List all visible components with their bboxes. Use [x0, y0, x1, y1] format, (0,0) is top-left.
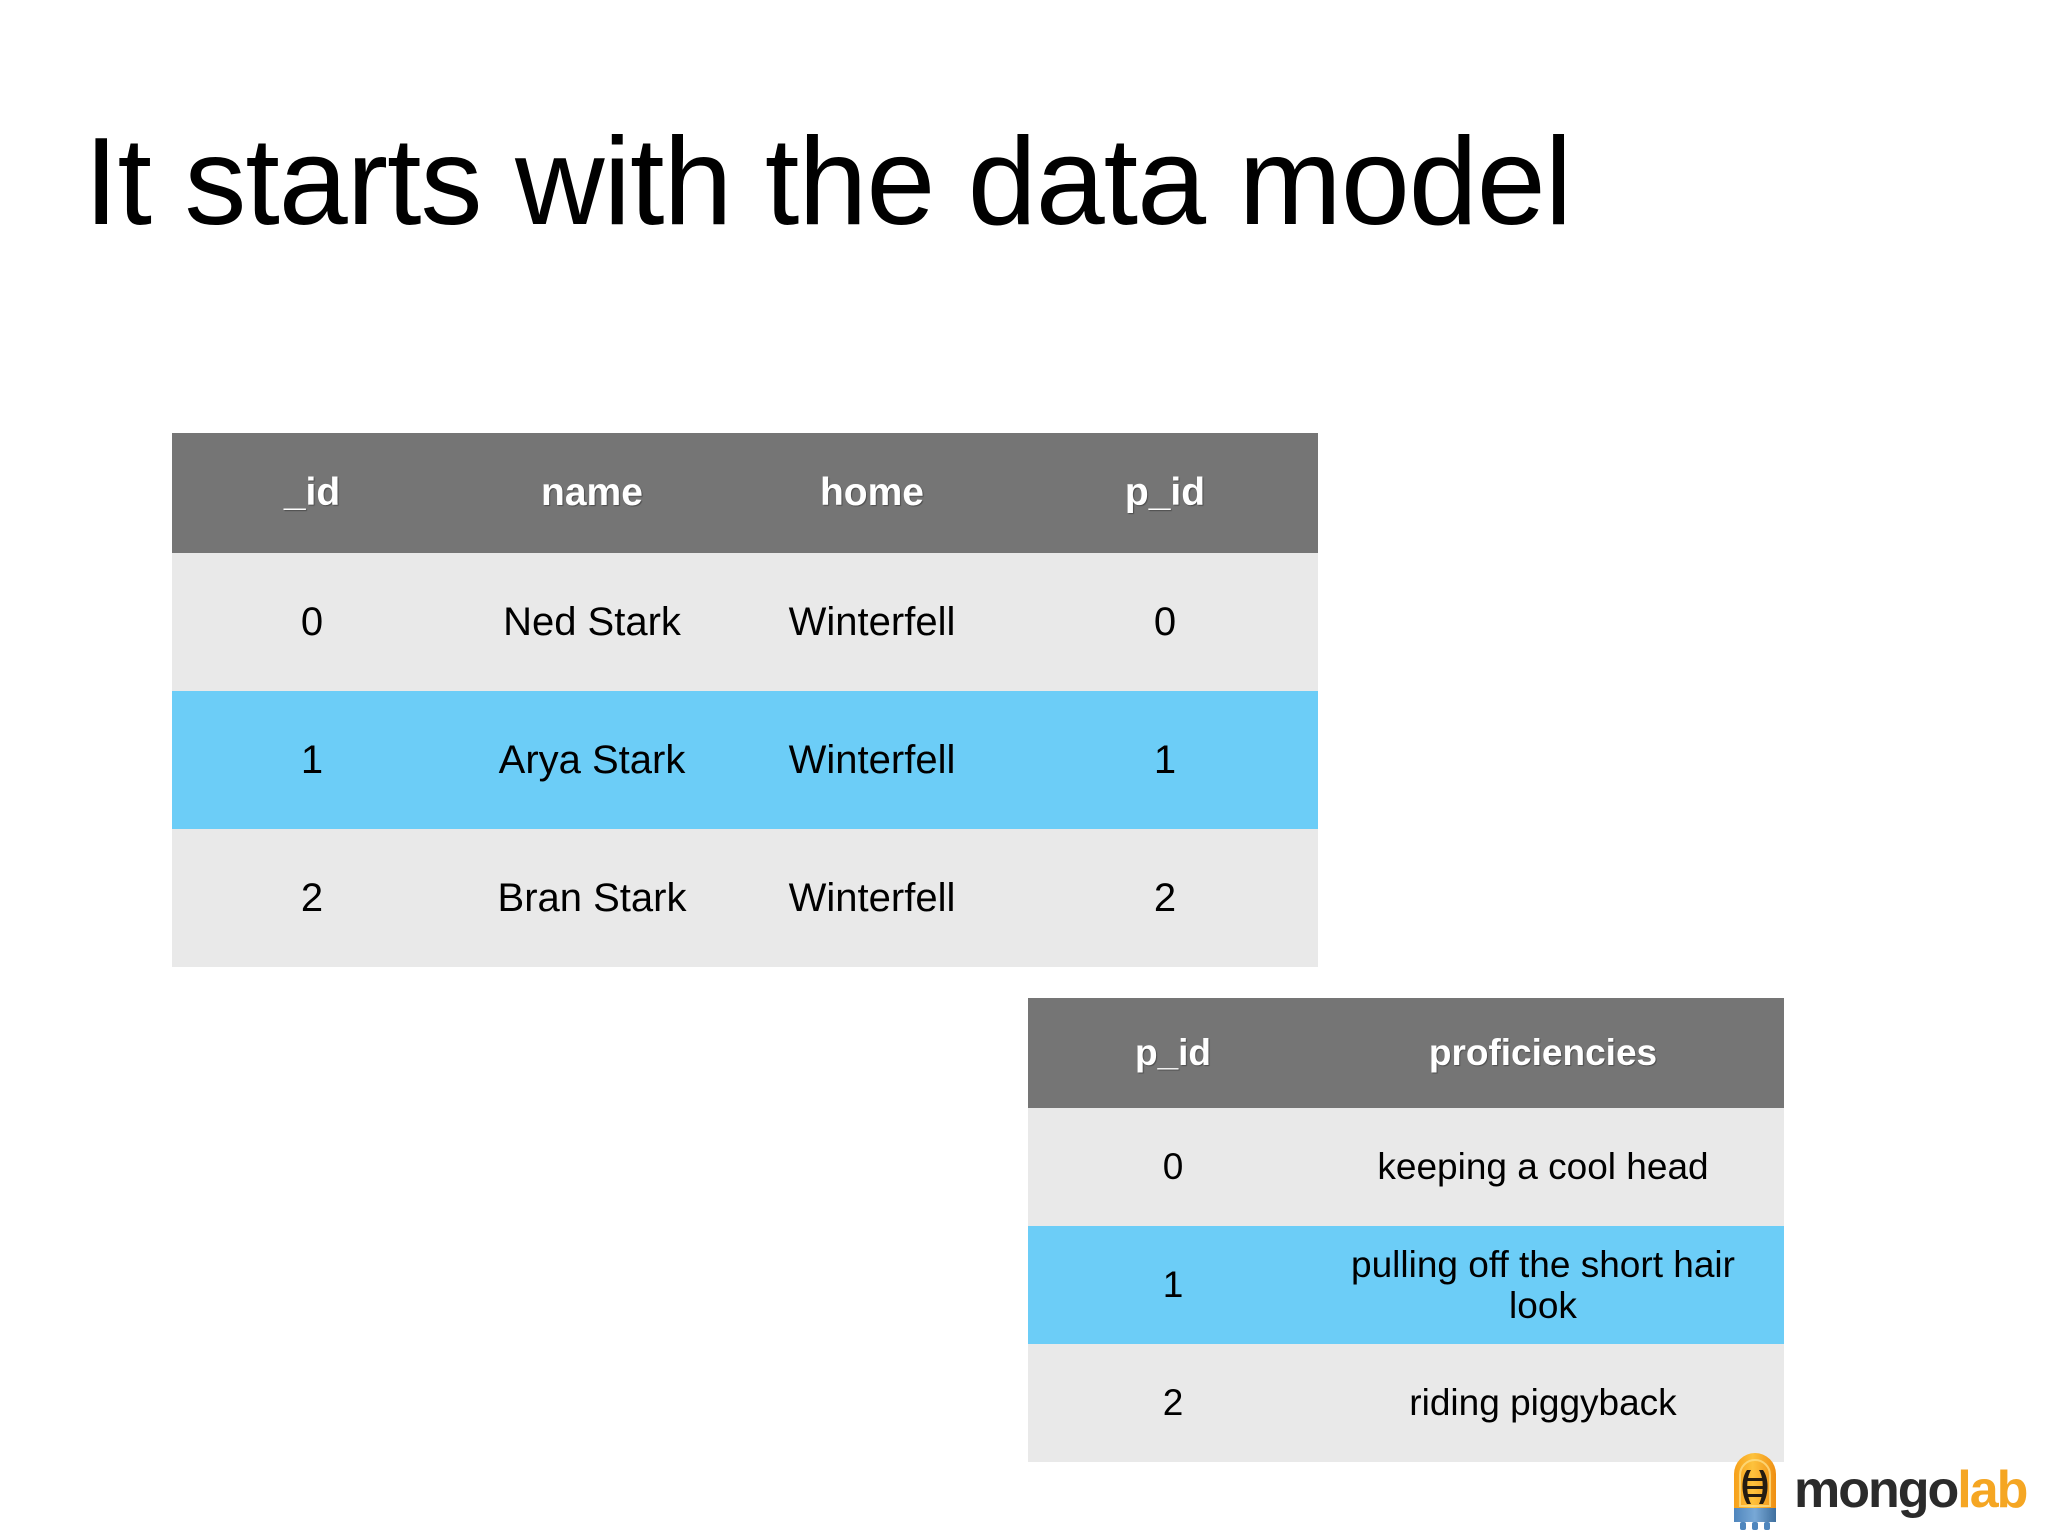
cell-p-id: 1 — [1012, 691, 1318, 829]
cell-id: 1 — [172, 691, 452, 829]
characters-table: _id name home p_id 0 Ned Stark Winterfel… — [172, 433, 1318, 967]
cell-p-id: 2 — [1012, 829, 1318, 967]
column-header-proficiencies: proficiencies — [1318, 998, 1784, 1108]
cell-proficiency: pulling off the short hair look — [1318, 1226, 1784, 1344]
cell-p-id: 2 — [1028, 1344, 1318, 1462]
column-header-home: home — [732, 433, 1012, 553]
cell-proficiency: riding piggyback — [1318, 1344, 1784, 1462]
proficiencies-table-body: 0 keeping a cool head 1 pulling off the … — [1028, 1108, 1784, 1462]
table-row: 2 Bran Stark Winterfell 2 — [172, 829, 1318, 967]
cell-name: Bran Stark — [452, 829, 732, 967]
page-title: It starts with the data model — [84, 113, 1572, 251]
cell-home: Winterfell — [732, 829, 1012, 967]
cell-home: Winterfell — [732, 691, 1012, 829]
table-header-row: _id name home p_id — [172, 433, 1318, 553]
column-header-p-id: p_id — [1012, 433, 1318, 553]
column-header-p-id: p_id — [1028, 998, 1318, 1108]
column-header-name: name — [452, 433, 732, 553]
cell-home: Winterfell — [732, 553, 1012, 691]
table-row: 0 Ned Stark Winterfell 0 — [172, 553, 1318, 691]
column-header-id: _id — [172, 433, 452, 553]
vacuum-tube-icon — [1728, 1448, 1782, 1532]
cell-name: Arya Stark — [452, 691, 732, 829]
cell-p-id: 0 — [1028, 1108, 1318, 1226]
cell-p-id: 1 — [1028, 1226, 1318, 1344]
cell-id: 2 — [172, 829, 452, 967]
cell-proficiency: keeping a cool head — [1318, 1108, 1784, 1226]
table-row-highlighted: 1 Arya Stark Winterfell 1 — [172, 691, 1318, 829]
cell-p-id: 0 — [1012, 553, 1318, 691]
table-row: 2 riding piggyback — [1028, 1344, 1784, 1462]
mongolab-wordmark: mongolab — [1794, 1461, 2028, 1519]
characters-table-body: 0 Ned Stark Winterfell 0 1 Arya Stark Wi… — [172, 553, 1318, 967]
logo-word-mongo: mongo — [1794, 1461, 1959, 1519]
table-row-highlighted: 1 pulling off the short hair look — [1028, 1226, 1784, 1344]
mongolab-logo: mongolab — [1728, 1444, 2028, 1536]
cell-id: 0 — [172, 553, 452, 691]
table-row: 0 keeping a cool head — [1028, 1108, 1784, 1226]
proficiencies-table-header: p_id proficiencies — [1028, 998, 1784, 1108]
table-header-row: p_id proficiencies — [1028, 998, 1784, 1108]
cell-name: Ned Stark — [452, 553, 732, 691]
characters-table-header: _id name home p_id — [172, 433, 1318, 553]
logo-word-lab: lab — [1957, 1461, 2028, 1519]
proficiencies-table: p_id proficiencies 0 keeping a cool head… — [1028, 998, 1784, 1462]
